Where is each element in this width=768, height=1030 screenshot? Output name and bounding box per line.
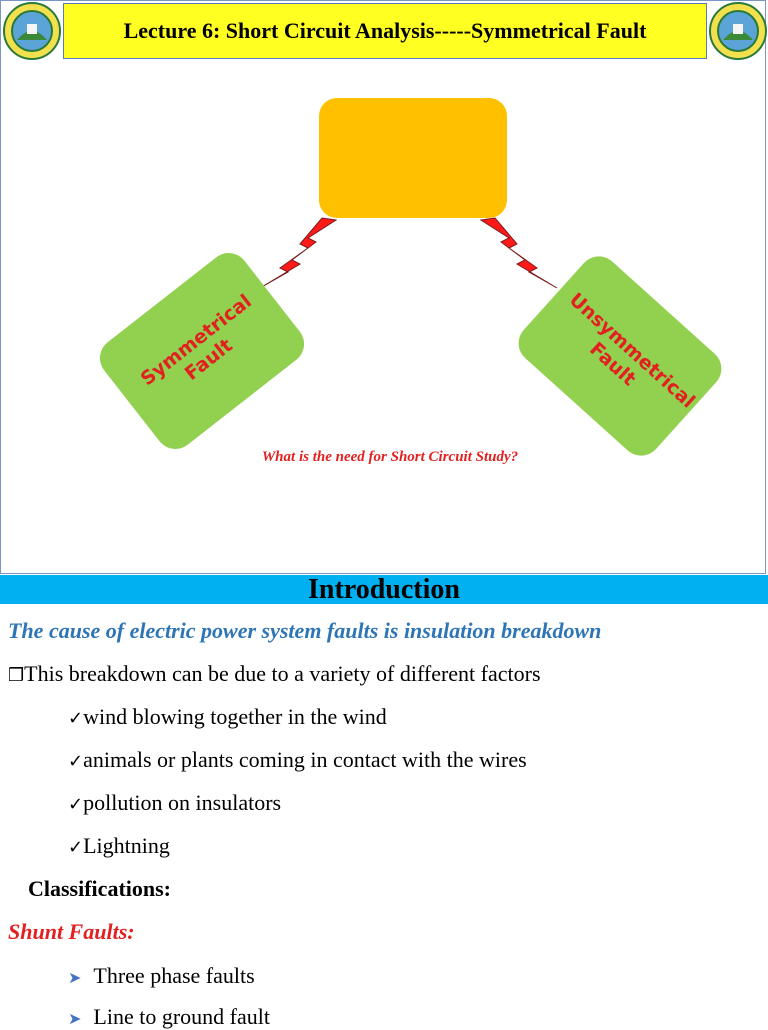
shunt-item: ➤ Line to ground fault <box>68 1004 270 1030</box>
university-seal-icon <box>709 2 767 60</box>
fault-category-box <box>319 98 507 218</box>
factor-item: ✓Lightning <box>68 833 170 859</box>
breakdown-bullet: ❒This breakdown can be due to a variety … <box>8 661 541 687</box>
factor-text: pollution on insulators <box>83 790 282 815</box>
lecture-slide: Lecture 6: Short Circuit Analysis-----Sy… <box>0 0 767 574</box>
arrowhead-bullet-icon: ➤ <box>68 1011 82 1028</box>
shunt-item-text: Line to ground fault <box>93 1004 270 1029</box>
check-mark-icon: ✓ <box>68 751 84 772</box>
lightning-bolt-icon <box>259 217 338 289</box>
factor-item: ✓pollution on insulators <box>68 790 281 816</box>
shunt-item-text: Three phase faults <box>93 963 255 988</box>
university-seal-icon <box>3 2 61 60</box>
classifications-heading: Classifications: <box>28 876 171 901</box>
factor-item: ✓wind blowing together in the wind <box>68 704 387 730</box>
lightning-bolt-icon <box>479 217 558 289</box>
factor-text: Lightning <box>83 833 170 858</box>
check-mark-icon: ✓ <box>68 837 84 858</box>
shunt-item: ➤ Three phase faults <box>68 963 255 989</box>
breakdown-text: This breakdown can be due to a variety o… <box>24 661 541 686</box>
factor-text: animals or plants coming in contact with… <box>83 747 527 772</box>
shunt-faults-heading: Shunt Faults: <box>8 919 135 944</box>
factor-text: wind blowing together in the wind <box>83 704 387 729</box>
unsymmetrical-fault-label: Unsymmetrical Fault <box>564 288 699 413</box>
introduction-heading: Introduction <box>0 574 768 605</box>
check-mark-icon: ✓ <box>68 794 84 815</box>
arrowhead-bullet-icon: ➤ <box>68 970 82 987</box>
symmetrical-fault-label: Symmetrical Fault <box>136 290 256 391</box>
slide-title: Lecture 6: Short Circuit Analysis-----Sy… <box>63 3 707 59</box>
factor-item: ✓animals or plants coming in contact wit… <box>68 747 527 773</box>
need-question-text: What is the need for Short Circuit Study… <box>261 449 519 465</box>
check-mark-icon: ✓ <box>68 708 84 729</box>
hollow-square-bullet-icon: ❒ <box>8 665 25 686</box>
cause-statement: The cause of electric power system fault… <box>8 618 602 643</box>
